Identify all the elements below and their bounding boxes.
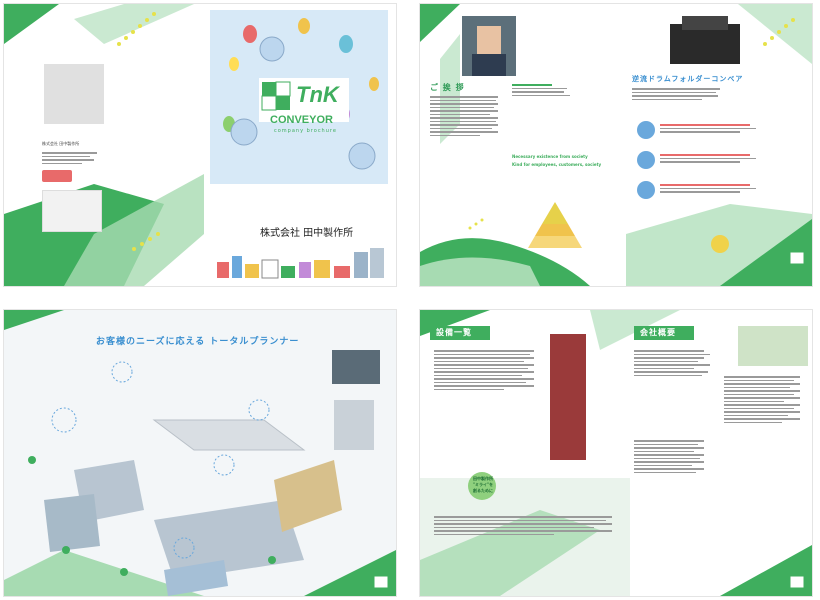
access-map	[42, 190, 102, 232]
brochure-page-cover: 株式会社 田中製作所 TnK CONVEYOR company brochure…	[4, 4, 396, 286]
robot-balloon-2	[230, 118, 258, 146]
city-illustration	[217, 248, 384, 279]
factory-aerial-photo	[738, 326, 808, 366]
cover-logo: TnK	[296, 82, 339, 107]
feature-title: 逆流ドラムフォルダーコンベア	[632, 75, 744, 83]
bottom-light-green-shape	[64, 174, 204, 286]
company-address-lines	[42, 152, 102, 166]
brochure-page-greeting: ご 挨 拶 Necessary existence from society K…	[420, 4, 812, 286]
top-green-stripe	[74, 4, 194, 44]
planner-decoration	[4, 310, 396, 596]
future-badge: 田中製作所"ミライ"を創るために	[472, 476, 494, 493]
cover-decoration	[4, 4, 388, 286]
customer-list	[634, 440, 714, 475]
yellow-dots	[117, 12, 160, 251]
equipment-photos	[550, 334, 586, 460]
cover-company-name: 株式会社 田中製作所	[260, 228, 354, 239]
future-message-text	[434, 516, 614, 537]
feature-point-2	[660, 154, 760, 165]
motto-2: Kind for employees, customers, society	[512, 162, 602, 167]
sidebar-company: 株式会社 田中製作所	[42, 141, 80, 146]
brochure-page-total-planner: お客様のニーズに応える トータルプランナー	[4, 310, 396, 596]
feature-point-3	[660, 184, 760, 195]
robot-balloon-1	[259, 36, 285, 62]
info-decoration	[420, 310, 812, 596]
company-title: 会社概要	[640, 328, 676, 337]
company-history-list	[724, 376, 804, 425]
feature-point-1	[660, 124, 760, 135]
equipment-title: 設備一覧	[436, 328, 472, 337]
brochure-page-company-info: 設備一覧 会社概要 田中製作所"ミライ"を創るために	[420, 310, 812, 596]
conveyor-machine-photo	[670, 24, 740, 64]
motto-1: Necessary existence from society	[512, 154, 588, 159]
company-policy-text	[512, 84, 572, 98]
cover-tagline: company brochure	[274, 128, 337, 134]
planner-title: お客様のニーズに応える トータルプランナー	[96, 337, 300, 347]
top-left-green-band	[4, 4, 59, 44]
greeting-decoration	[420, 4, 812, 286]
cover-product: CONVEYOR	[270, 114, 333, 126]
production-line-illustration	[44, 350, 380, 596]
greeting-body-text	[430, 96, 500, 138]
robot-balloon-3	[348, 142, 376, 170]
factory-photo	[44, 64, 104, 124]
certification-badge	[42, 170, 72, 182]
greeting-title: ご 挨 拶	[430, 83, 465, 92]
equipment-list	[434, 350, 544, 392]
company-profile-list	[634, 350, 714, 378]
feature-intro-text	[632, 88, 722, 102]
